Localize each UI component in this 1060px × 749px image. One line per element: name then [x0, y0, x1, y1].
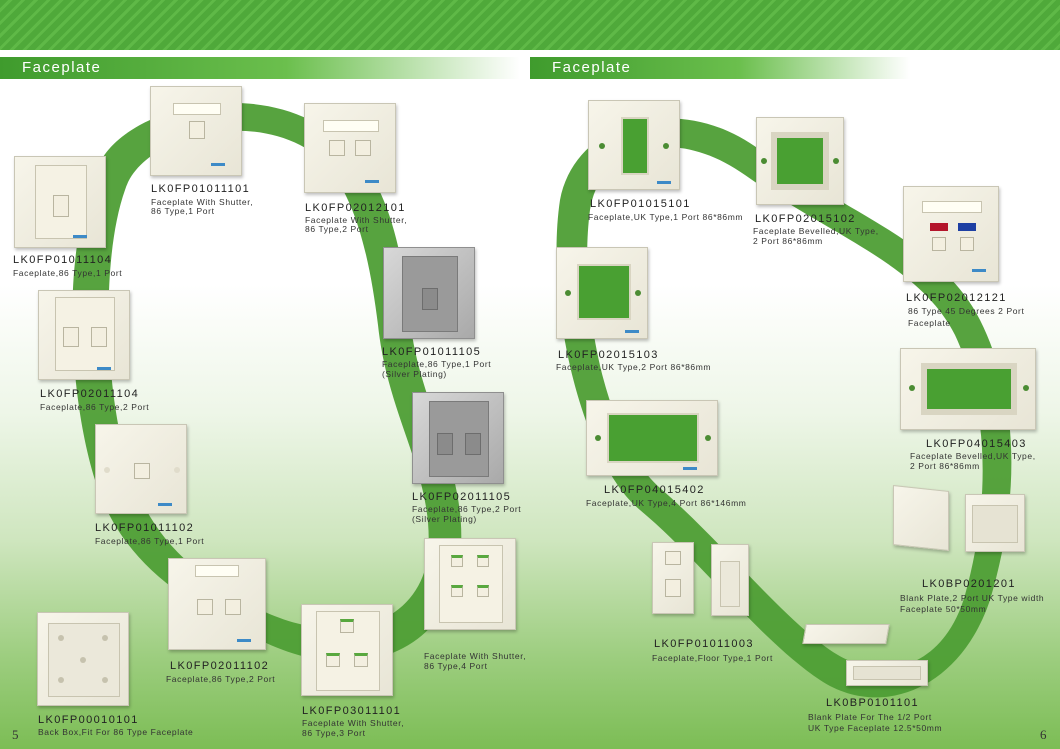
product-desc-line2: UK Type Faceplate 12.5*50mm — [808, 723, 943, 733]
product-code: LK0FP04015403 — [926, 438, 1027, 450]
page-number-right: 6 — [1040, 727, 1047, 742]
faceplate-image — [14, 156, 106, 248]
product-desc-line1: Faceplate,86 Type,1 Port — [13, 268, 123, 278]
product-code: LK0BP0201201 — [922, 578, 1016, 590]
product-code: LK0FP03011101 — [302, 705, 402, 717]
blank-strip-open-image — [846, 660, 928, 686]
product-desc-line1: Faceplate Bevelled,UK Type, — [753, 226, 879, 236]
faceplate-image — [756, 117, 844, 205]
product-desc-line2: 86 Type,2 Port — [305, 224, 369, 234]
product-desc-line1: Faceplate,UK Type,2 Port 86*86mm — [556, 362, 712, 372]
product-desc-line2: (Silver Plating) — [382, 369, 447, 379]
product-desc-line1: Faceplate With Shutter, — [151, 197, 254, 207]
product-desc-line1: Faceplate,86 Type,2 Port — [166, 674, 276, 684]
product-desc-line1: Faceplate Bevelled,UK Type, — [910, 451, 1036, 461]
product-desc-line1: Faceplate,86 Type,2 Port — [412, 504, 522, 514]
product-code: LK0FP02011105 — [412, 491, 512, 503]
product-desc-line1: Faceplate,Floor Type,1 Port — [652, 653, 773, 663]
product-code: LK0FP02012121 — [906, 292, 1007, 304]
product-desc-line2: Faceplate 50*50mm — [900, 604, 987, 614]
blank-strip-image — [802, 624, 890, 644]
product-desc-line1: Faceplate With Shutter, — [424, 651, 527, 661]
blank-plate-open-image — [965, 494, 1025, 552]
product-desc-line2: (Silver Plating) — [412, 514, 477, 524]
product-desc-line1: Faceplate,86 Type,2 Port — [40, 402, 150, 412]
backbox-image — [37, 612, 129, 706]
product-code: LK0FP01011104 — [13, 254, 113, 266]
faceplate-image — [556, 247, 648, 339]
product-code: LK0FP01011105 — [382, 346, 482, 358]
product-code: LK0FP02012101 — [305, 202, 406, 214]
product-code: LK0FP04015402 — [604, 484, 705, 496]
product-code: LK0FP00010101 — [38, 714, 139, 726]
product-desc-line1: 86 Type 45 Degrees 2 Port — [908, 306, 1025, 316]
product-desc-line1: Faceplate,86 Type,1 Port — [382, 359, 492, 369]
faceplate-image — [301, 604, 393, 696]
product-desc-line2: 86 Type,1 Port — [151, 206, 215, 216]
product-code: LK0FP02011102 — [170, 660, 270, 672]
product-code: LK0FP01011101 — [151, 183, 251, 195]
product-desc-line1: Faceplate With Shutter, — [302, 718, 405, 728]
product-code: LK0FP02011104 — [40, 388, 140, 400]
right-header-title: Faceplate — [552, 59, 632, 76]
faceplate-image — [304, 103, 396, 193]
faceplate-image — [900, 348, 1036, 430]
product-code: LK0FP01011003 — [654, 638, 754, 650]
faceplate-image — [383, 247, 475, 339]
product-desc-line1: Faceplate With Shutter, — [305, 215, 408, 225]
product-code: LK0BP0101101 — [826, 697, 920, 709]
product-desc-line2: 86 Type,3 Port — [302, 728, 366, 738]
product-code: LK0FP01011102 — [95, 522, 195, 534]
right-section-header: Faceplate — [530, 57, 910, 79]
product-desc-line2: 2 Port 86*86mm — [753, 236, 823, 246]
left-header-title: Faceplate — [22, 59, 102, 76]
faceplate-image — [424, 538, 516, 630]
top-stripe-band — [0, 0, 1060, 50]
floor-plate-image — [652, 542, 694, 614]
product-code: LK0FP02015103 — [558, 349, 659, 361]
faceplate-image — [168, 558, 266, 650]
page-number-left: 5 — [12, 727, 19, 742]
faceplate-image — [412, 392, 504, 484]
product-desc-line2: 86 Type,4 Port — [424, 661, 488, 671]
faceplate-image — [586, 400, 718, 476]
faceplate-image — [588, 100, 680, 190]
faceplate-image — [150, 86, 242, 176]
product-desc-line1: Faceplate,86 Type,1 Port — [95, 536, 205, 546]
faceplate-image — [38, 290, 130, 380]
floor-plate-side-image — [711, 544, 749, 616]
product-code: LK0FP01015101 — [590, 198, 691, 210]
product-desc-line1: Blank Plate For The 1/2 Port — [808, 712, 932, 722]
left-section-header: Faceplate — [0, 57, 520, 79]
product-desc-line2: 2 Port 86*86mm — [910, 461, 980, 471]
blank-plate-image — [893, 485, 949, 551]
product-desc-line2: Faceplate — [908, 318, 951, 328]
product-desc-line1: Faceplate,UK Type,4 Port 86*146mm — [586, 498, 747, 508]
product-desc-line1: Faceplate,UK Type,1 Port 86*86mm — [588, 212, 744, 222]
faceplate-image — [903, 186, 999, 282]
faceplate-image — [95, 424, 187, 514]
product-desc-line1: Back Box,Fit For 86 Type Faceplate — [38, 727, 194, 737]
product-code: LK0FP02015102 — [755, 213, 856, 225]
product-desc-line1: Blank Plate,2 Port UK Type width — [900, 593, 1045, 603]
